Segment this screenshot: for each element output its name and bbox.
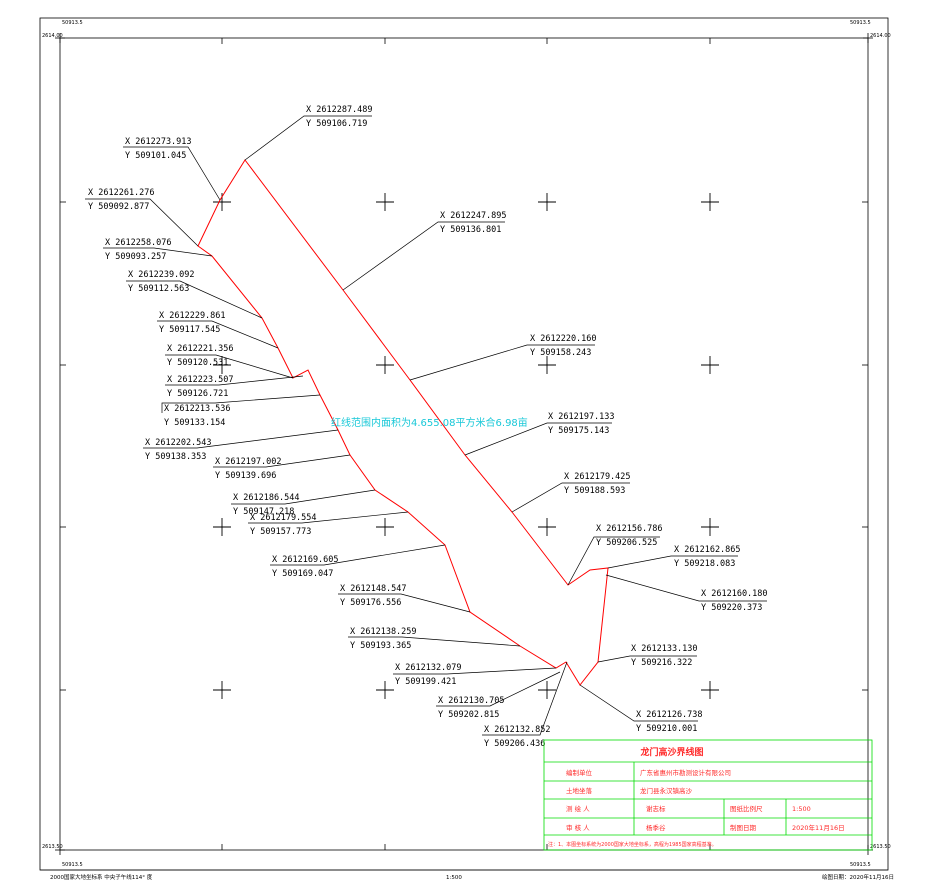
point-y-label: Y 509157.773 [250, 527, 311, 537]
point-y-label: Y 509120.531 [167, 358, 228, 368]
point-x-label: X 2612148.547 [340, 584, 407, 594]
point-x-label: X 2612138.259 [350, 627, 417, 637]
leader-lines [85, 115, 767, 736]
footer-coordinate-system: 2000国家大地坐标系 中央子午线114° 度 [50, 873, 153, 881]
corner-label-x-bottom-right: 50913.5 [850, 862, 871, 868]
point-x-label: X 2612130.705 [438, 696, 505, 706]
point-y-label: Y 509218.083 [674, 559, 735, 569]
point-y-label: Y 509092.877 [88, 202, 149, 212]
point-x-label: X 2612261.276 [88, 188, 155, 198]
point-y-label: Y 509101.045 [125, 151, 186, 161]
title-block-date-key: 制图日期 [730, 823, 757, 832]
point-y-label: Y 509220.373 [701, 603, 762, 613]
point-y-label: Y 509112.563 [128, 284, 189, 294]
point-x-label: X 2612229.861 [159, 311, 226, 321]
point-y-label: Y 509117.545 [159, 325, 220, 335]
point-x-label: X 2612132.079 [395, 663, 462, 673]
point-y-label: Y 509093.257 [105, 252, 166, 262]
corner-label-top-right: 2614.00 [870, 33, 891, 39]
inner-frame [59, 37, 869, 851]
point-y-label: Y 509138.353 [145, 452, 206, 462]
title-block-location-value: 龙门县永汉镇高沙 [640, 786, 693, 795]
point-y-label: Y 509175.143 [548, 426, 609, 436]
point-y-label: Y 509193.365 [350, 641, 411, 651]
point-x-label: X 2612287.489 [306, 105, 373, 115]
point-y-label: Y 509133.154 [164, 418, 225, 428]
point-y-label: Y 509199.421 [395, 677, 456, 687]
grid-crosses [213, 193, 719, 699]
point-x-label: X 2612162.865 [674, 545, 741, 555]
point-y-label: Y 509158.243 [530, 348, 591, 358]
point-y-label: Y 509126.721 [167, 389, 228, 399]
point-x-label: X 2612247.895 [440, 211, 507, 221]
point-y-label: Y 509169.047 [272, 569, 333, 579]
point-y-label: Y 509202.815 [438, 710, 499, 720]
point-x-label: X 2612133.130 [631, 644, 698, 654]
point-x-label: X 2612258.076 [105, 238, 172, 248]
point-x-label: X 2612197.133 [548, 412, 615, 422]
point-y-label: Y 509188.593 [564, 486, 625, 496]
title-block-location-key: 土地坐落 [566, 786, 593, 795]
point-x-label: X 2612239.092 [128, 270, 195, 280]
point-x-label: X 2612186.544 [233, 493, 300, 503]
coordinate-labels: X 2612287.489 Y 509106.719 X 2612273.913 Y … [88, 105, 768, 749]
footer-scale: 1:500 [446, 875, 462, 881]
corner-label-x-top-left: 50913.5 [62, 20, 83, 26]
point-x-label: X 2612213.536 [164, 404, 231, 414]
point-y-label: Y 509216.322 [631, 658, 692, 668]
title-block-checker-key: 审 核 人 [566, 823, 590, 832]
corner-label-x-top-right: 50913.5 [850, 20, 871, 26]
title-block-unit-value: 广东省惠州市勘测设计有限公司 [640, 768, 731, 777]
point-x-label: X 2612179.554 [250, 513, 317, 523]
red-boundary-line [197, 159, 609, 686]
point-x-label: X 2612179.425 [564, 472, 631, 482]
corner-label-x-bottom-left: 50913.5 [62, 862, 83, 868]
title-block-unit-key: 编制单位 [566, 768, 593, 777]
title-block-surveyor-value: 谢志标 [646, 804, 666, 813]
title-block [543, 739, 873, 851]
point-y-label: Y 509139.696 [215, 471, 276, 481]
footer-date: 绘图日期：2020年11月16日 [822, 873, 894, 881]
point-x-label: X 2612220.160 [530, 334, 597, 344]
area-annotation: 红线范围内面积为4.655.08平方米合6.98亩 [331, 416, 528, 429]
point-y-label: Y 509176.556 [340, 598, 401, 608]
point-x-label: X 2612273.913 [125, 137, 192, 147]
point-x-label: X 2612202.543 [145, 438, 212, 448]
title-block-surveyor-key: 测 绘 人 [566, 804, 590, 813]
point-y-label: Y 509210.001 [636, 724, 697, 734]
corner-label-top-left: 2614.00 [42, 33, 63, 39]
point-x-label: X 2612223.507 [167, 375, 234, 385]
point-y-label: Y 509206.436 [484, 739, 545, 749]
point-y-label: Y 509106.719 [306, 119, 367, 129]
title-block-scale-key: 图纸比例尺 [730, 804, 763, 813]
point-y-label: Y 509147.218 [233, 507, 294, 517]
title-block-checker-value: 杨季谷 [646, 823, 666, 832]
point-x-label: X 2612169.605 [272, 555, 339, 565]
title-block-date-value: 2020年11月16日 [792, 823, 845, 832]
point-x-label: X 2612156.786 [596, 524, 663, 534]
point-x-label: X 2612221.356 [167, 344, 234, 354]
corner-label-bottom-right: 2613.50 [870, 844, 891, 850]
point-x-label: X 2612197.002 [215, 457, 282, 467]
title-block-note: 注：1、本图坐标系统为2000国家大地坐标系，高程为1985国家高程基准。 [548, 841, 717, 848]
title-block-scale-value: 1:500 [792, 805, 811, 813]
point-x-label: X 2612126.738 [636, 710, 703, 720]
title-block-title: 龙门高沙界线图 [639, 746, 703, 758]
point-y-label: Y 509136.801 [440, 225, 501, 235]
corner-label-bottom-left: 2613.50 [42, 844, 63, 850]
point-y-label: Y 509206.525 [596, 538, 657, 548]
point-x-label: X 2612160.180 [701, 589, 768, 599]
point-x-label: X 2612132.852 [484, 725, 551, 735]
